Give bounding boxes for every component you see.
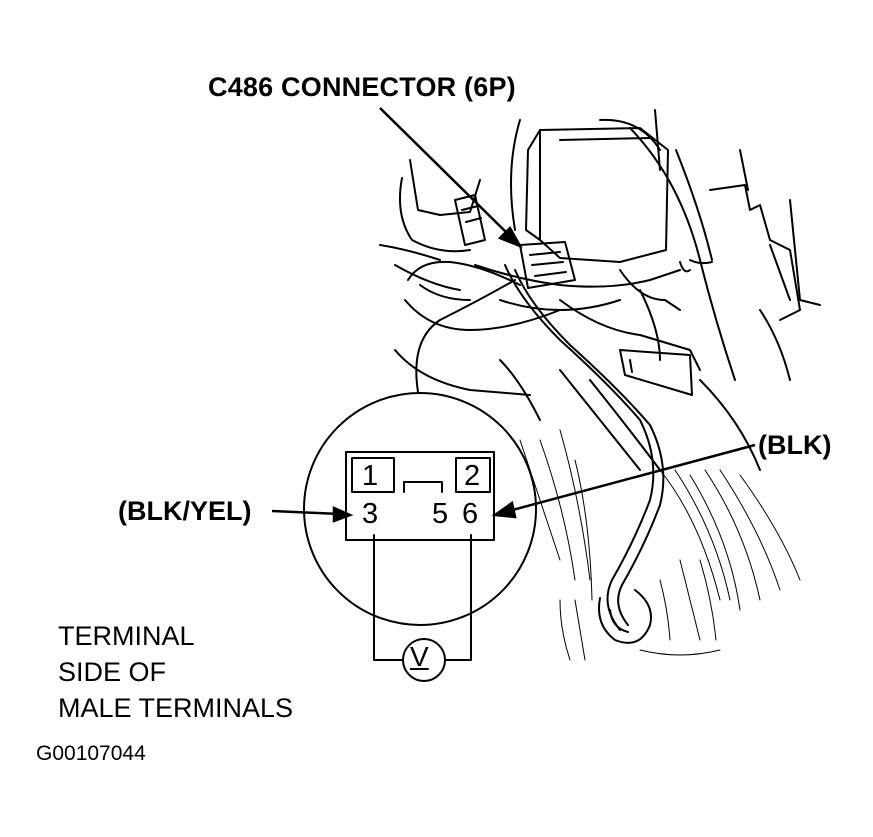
wire-label-blk-yel: (BLK/YEL) <box>118 496 252 526</box>
terminal-3: 3 <box>362 498 379 530</box>
connector-title: C486 CONNECTOR (6P) <box>208 72 516 102</box>
terminal-5: 5 <box>432 498 449 530</box>
terminal-6: 6 <box>462 498 479 530</box>
side-note-line-1: TERMINAL <box>58 621 195 651</box>
figure-code: G00107044 <box>36 742 146 765</box>
voltmeter-symbol: V <box>410 641 429 672</box>
side-note-line-3: MALE TERMINALS <box>58 693 294 723</box>
terminal-1: 1 <box>362 460 379 492</box>
terminal-side-note: TERMINAL SIDE OF MALE TERMINALS <box>58 618 293 726</box>
wire-label-blk: (BLK) <box>758 430 832 460</box>
side-note-line-2: SIDE OF <box>58 657 167 687</box>
terminal-2: 2 <box>464 460 481 492</box>
